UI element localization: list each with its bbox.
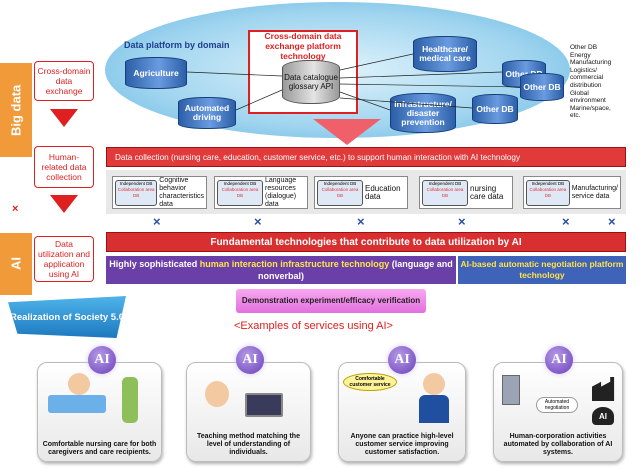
connection-arrows (186, 53, 521, 111)
ai-robot-icon: AI (592, 407, 614, 425)
db-automated-driving: Automated driving (178, 97, 236, 129)
ai-badge-icon: AI (388, 346, 416, 374)
building-icon (502, 375, 520, 405)
x-mark: × (562, 214, 570, 229)
service-card-negotiation: Automated negotiation AI Human-corporati… (493, 362, 623, 462)
bed-illustration (48, 395, 106, 413)
society-badge: Realization of Society 5.0 (8, 296, 126, 338)
down-arrow-1 (50, 109, 78, 127)
clerk-illustration (423, 373, 445, 395)
negotiation-bubble: Automated negotiation (536, 397, 578, 413)
x-mark: × (608, 214, 616, 229)
db-other-2: Other DB (520, 73, 564, 101)
catalogue-cylinder: Data catalogue glossary API (282, 60, 340, 104)
clerk-body (419, 395, 449, 423)
cross-mark: × (12, 203, 19, 215)
db-infrastructure: Infrastructure/ disaster prevention (390, 93, 456, 133)
human-related-label: Human-related data collection (34, 146, 94, 188)
db-other-3: Other DB (472, 94, 518, 124)
fundamental-banner: Fundamental technologies that contribute… (106, 232, 626, 252)
platform-title: Data platform by domain (124, 40, 230, 50)
db-healthcare: Healthcare/ medical care (413, 36, 477, 72)
student-illustration (205, 381, 229, 407)
x-mark: × (254, 214, 262, 229)
ai-badge-icon: AI (236, 346, 264, 374)
speech-bubble: Comfortable customer service (343, 373, 397, 391)
x-mark: × (153, 214, 161, 229)
service-card-customer: Comfortable customer service Anyone can … (338, 362, 466, 462)
big-red-arrow (313, 119, 381, 145)
ai-badge-icon: AI (88, 346, 116, 374)
utilization-label: Data utilization and application using A… (34, 236, 94, 282)
collection-banner: Data collection (nursing care, education… (106, 147, 626, 167)
db-agriculture: Agriculture (125, 57, 187, 89)
x-mark: × (458, 214, 466, 229)
examples-title: <Examples of services using AI> (234, 320, 393, 332)
negotiation-tech: AI-based automatic negotiation platform … (458, 256, 626, 284)
exchange-title: Cross-domain data exchange platform tech… (264, 31, 342, 61)
human-interaction-tech: Highly sophisticated human interaction i… (106, 256, 456, 284)
tablet-illustration (245, 393, 283, 417)
ai-badge-icon: AI (545, 346, 573, 374)
factory-icon (592, 377, 615, 401)
cross-domain-label: Cross-domain data exchange (34, 61, 94, 101)
ai-side-label: AI (0, 233, 32, 295)
demo-box: Demonstration experiment/efficacy verifi… (236, 289, 426, 313)
service-card-nursing: Comfortable nursing care for both caregi… (37, 362, 162, 462)
nurse-illustration (122, 377, 138, 423)
down-arrow-2 (50, 195, 78, 213)
caregiver-illustration (68, 373, 90, 395)
service-card-teaching: Teaching method matching the level of un… (186, 362, 311, 462)
x-mark: × (357, 214, 365, 229)
